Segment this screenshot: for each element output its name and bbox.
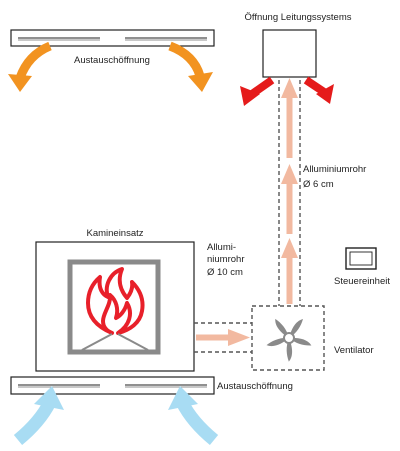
alu-pipe-small-dimension: Ø 10 cm bbox=[207, 267, 243, 278]
exhaust-arrow-right bbox=[303, 76, 334, 104]
control-unit-label: Steuereinheit bbox=[334, 276, 390, 287]
fan-icon bbox=[266, 318, 312, 362]
fan-label: Ventilator bbox=[334, 345, 374, 356]
alu-pipe-large-label: Alluminiumrohr bbox=[303, 164, 366, 175]
exchange-opening-top bbox=[10, 29, 215, 47]
control-unit-icon bbox=[345, 247, 377, 270]
flame-icon bbox=[86, 267, 145, 335]
warm-arrow-duct-1 bbox=[281, 78, 298, 158]
horizontal-duct bbox=[194, 322, 252, 353]
exhaust-arrow-left bbox=[240, 76, 275, 106]
orange-arrow-left bbox=[8, 41, 52, 92]
alu-pipe-small-label-1: Allumi- bbox=[207, 242, 236, 253]
exchange-top-label: Austauschöffnung bbox=[74, 55, 150, 66]
cold-arrow-right bbox=[168, 386, 219, 446]
exchange-opening-bottom bbox=[10, 376, 215, 395]
fireplace-label: Kamineinsatz bbox=[86, 228, 143, 239]
alu-pipe-small-label-2: niumrohr bbox=[207, 254, 245, 265]
warm-arrow-duct-3 bbox=[281, 238, 298, 304]
warm-arrow-duct-2 bbox=[281, 164, 298, 234]
duct-opening-label: Öffnung Leitungssystems bbox=[244, 12, 351, 23]
alu-pipe-large-dimension: Ø 6 cm bbox=[303, 179, 334, 190]
exchange-bottom-label: Austauschöffnung bbox=[217, 381, 293, 392]
cold-arrow-left bbox=[13, 386, 64, 446]
warm-arrow-horizontal bbox=[196, 329, 250, 346]
vertical-duct bbox=[278, 80, 301, 306]
orange-arrow-right bbox=[168, 41, 213, 92]
burning-logs bbox=[81, 333, 149, 351]
duct-opening-box bbox=[262, 29, 317, 78]
